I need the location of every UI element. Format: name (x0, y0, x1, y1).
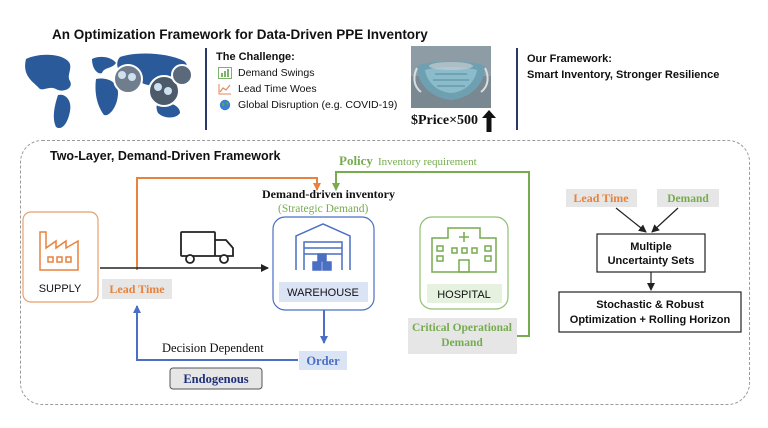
critical-demand-line2: Demand (441, 337, 483, 349)
right-demand-label: Demand (667, 193, 709, 205)
hospital-badge (427, 284, 502, 303)
demand-driven-label: Demand-driven inventory (262, 187, 395, 201)
optimization-box (558, 291, 742, 333)
hospital-icon (431, 227, 497, 273)
uncertainty-box (596, 233, 706, 273)
demand-to-uncertainty-arrow (651, 207, 679, 233)
lead-time-label: Lead Time (109, 282, 165, 296)
lead-time-badge (102, 279, 172, 299)
line-chart-icon (218, 84, 231, 95)
critical-demand-badge (408, 318, 517, 354)
truck-icon (180, 231, 234, 264)
supply-label: SUPPLY (39, 283, 82, 295)
framework-heading: Our Framework: Smart Inventory, Stronger… (527, 51, 719, 83)
framework-title: Two-Layer, Demand-Driven Framework (50, 149, 281, 163)
optimization-line1: Stochastic & Robust (596, 299, 704, 311)
framework-line1: Our Framework: (527, 53, 612, 65)
order-badge (299, 351, 347, 370)
page-title: An Optimization Framework for Data-Drive… (52, 27, 428, 42)
lead-time-to-uncertainty-arrow (615, 207, 647, 233)
challenge-item-label: Global Disruption (e.g. COVID-19) (238, 99, 398, 111)
arrow-up-icon (482, 110, 496, 132)
hospital-label: HOSPITAL (437, 289, 491, 301)
challenge-heading: The Challenge: (216, 51, 295, 63)
framework-panel (20, 140, 750, 405)
critical-demand-line1: Critical Operational (412, 322, 512, 334)
right-lead-time-label: Lead Time (573, 191, 629, 205)
lead-time-loop-arrow (136, 177, 321, 270)
challenge-item-demand: Demand Swings (218, 67, 314, 79)
order-feedback-arrow (133, 305, 298, 361)
endogenous-badge (169, 367, 263, 390)
challenge-item-disruption: Global Disruption (e.g. COVID-19) (218, 99, 397, 111)
optimization-line2: Optimization + Rolling Horizon (570, 314, 731, 326)
challenge-item-lead-time: Lead Time Woes (218, 83, 317, 95)
header-divider-right (516, 48, 518, 130)
globe-icon (219, 99, 231, 111)
right-demand-badge (657, 189, 719, 207)
policy-label: Policy (339, 153, 373, 168)
header-divider-left (205, 48, 207, 130)
chart-icon (218, 67, 232, 79)
n95-mask-image (411, 46, 491, 108)
uncertainty-line1: Multiple (630, 241, 672, 253)
price-label: $Price×500 (411, 113, 479, 128)
order-label: Order (306, 354, 340, 368)
strategic-demand-label: (Strategic Demand) (278, 203, 369, 215)
endogenous-label: Endogenous (183, 372, 248, 386)
policy-note: Inventory requirement (378, 156, 477, 168)
world-map-image (8, 45, 200, 135)
challenge-item-label: Lead Time Woes (238, 83, 317, 95)
framework-line2: Smart Inventory, Stronger Resilience (527, 69, 720, 81)
warehouse-badge (279, 282, 368, 302)
uncertainty-line2: Uncertainty Sets (608, 255, 695, 267)
decision-dependent-label: Decision Dependent (162, 341, 264, 355)
challenge-item-label: Demand Swings (238, 67, 315, 79)
policy-loop-arrow (332, 171, 530, 337)
factory-icon (39, 231, 79, 271)
warehouse-label: WAREHOUSE (287, 287, 359, 299)
right-lead-time-badge (566, 189, 637, 207)
warehouse-icon (295, 223, 351, 271)
